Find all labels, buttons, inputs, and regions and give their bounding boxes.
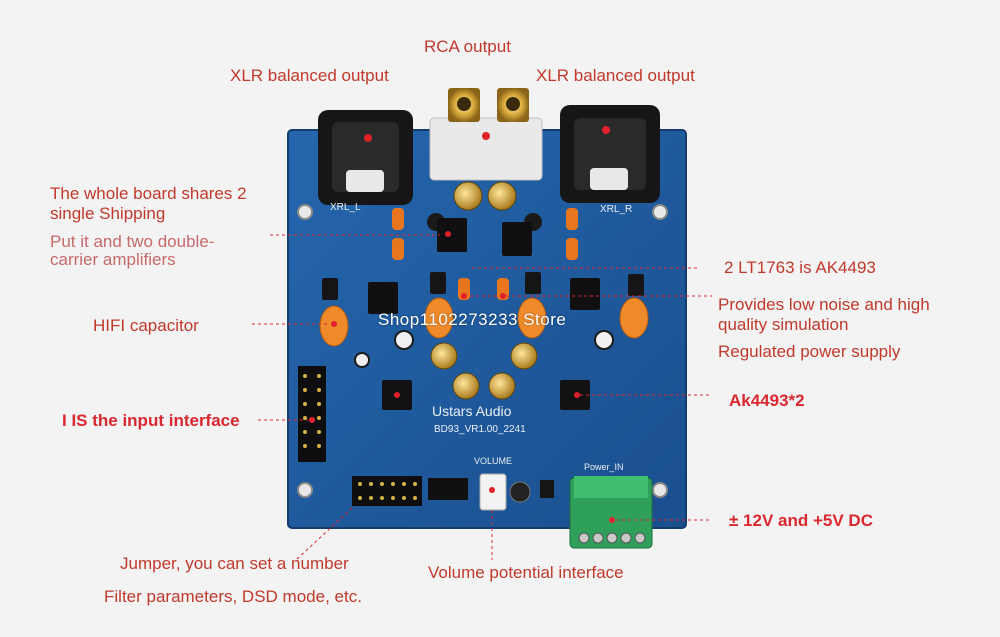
label-regulated: Regulated power supply — [718, 342, 901, 361]
silk-xrl-l: XRL_L — [330, 202, 361, 213]
silk-xrl-r: XRL_R — [600, 204, 632, 215]
label-xlr-left: XLR balanced output — [230, 66, 389, 85]
label-iis-input: I IS the input interface — [62, 411, 240, 430]
label-low-noise-line2: quality simulation — [718, 315, 849, 334]
label-board-shares-line1: The whole board shares 2 — [50, 184, 247, 203]
label-lt1763: 2 LT1763 is AK4493 — [724, 258, 876, 277]
label-hifi-capacitor: HIFI capacitor — [93, 316, 199, 335]
label-board-shares-line2: single Shipping — [50, 204, 166, 223]
label-power-dc: ± 12V and +5V DC — [729, 511, 873, 530]
label-jumper: Jumper, you can set a number — [120, 554, 349, 573]
label-put-it-line1: Put it and two double- — [50, 232, 215, 251]
label-rca-output: RCA output — [424, 37, 511, 56]
label-filter-params: Filter parameters, DSD mode, etc. — [104, 587, 362, 606]
silk-brand: Ustars Audio — [432, 403, 512, 419]
store-watermark: Shop1102273233 Store — [378, 310, 567, 329]
silk-version: BD93_VR1.00_2241 — [434, 424, 526, 435]
label-ak4493: Ak4493*2 — [729, 391, 805, 410]
silk-power-in: Power_IN — [584, 462, 624, 472]
label-put-it-line2: carrier amplifiers — [50, 250, 176, 269]
label-volume-interface: Volume potential interface — [428, 563, 624, 582]
label-low-noise-line1: Provides low noise and high — [718, 295, 930, 314]
label-xlr-right: XLR balanced output — [536, 66, 695, 85]
silk-volume: VOLUME — [474, 456, 512, 466]
